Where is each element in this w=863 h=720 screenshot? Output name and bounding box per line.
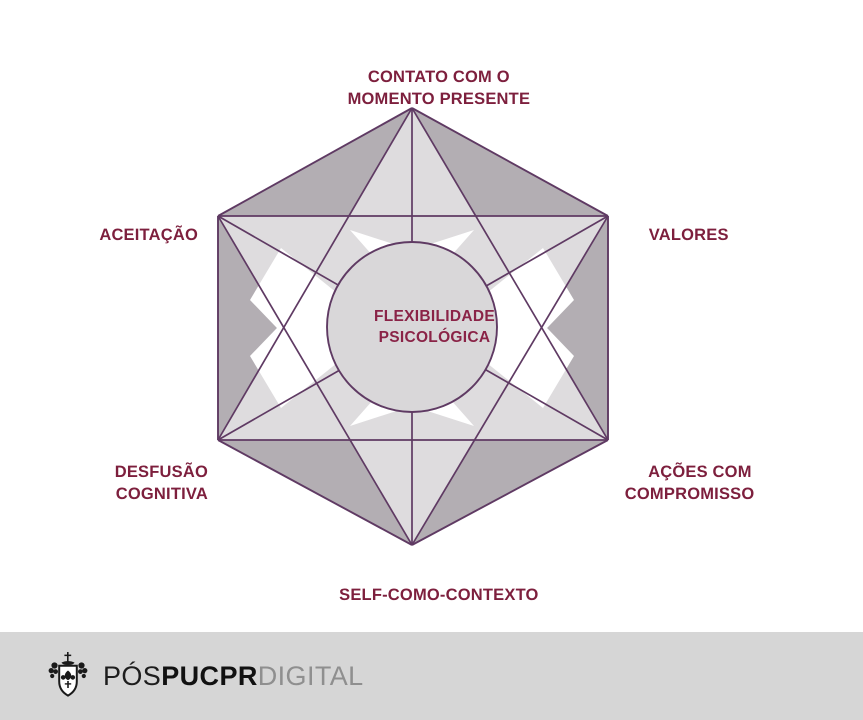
vertex-label-valores: VALORES <box>620 203 729 268</box>
pucpr-crest-icon <box>48 652 88 697</box>
vertex-label-line1: VALORES <box>648 225 729 244</box>
wordmark-pucpr: PUCPR <box>161 660 258 691</box>
vertex-label-line1: CONTATO COM O <box>367 67 510 86</box>
wordmark-pos: PÓS <box>103 660 162 691</box>
dark-wedge-left <box>218 216 326 440</box>
hexaflex-svg <box>217 107 609 546</box>
vertex-label-line1: SELF-COMO-CONTEXTO <box>339 585 539 604</box>
vertex-label-line1: DESFUSÃO <box>114 462 208 481</box>
vertex-label-line2: COMPROMISSO <box>620 484 755 503</box>
vertex-label-contato-momento-presente: CONTATO COM O MOMENTO PRESENTE <box>0 45 863 132</box>
vertex-label-line2: COGNITIVA <box>115 484 208 503</box>
hexagon-edges <box>217 107 609 546</box>
vertex-label-line1: ACEITAÇÃO <box>99 225 198 244</box>
wordmark-digital: DIGITAL <box>257 660 364 691</box>
vertex-label-self-como-contexto: SELF-COMO-CONTEXTO <box>0 563 863 628</box>
vertex-label-line1: AÇÕES COM <box>648 462 752 481</box>
dark-wedge-right <box>500 216 608 440</box>
center-circle <box>326 241 498 413</box>
vertex-label-aceitacao: ACEITAÇÃO <box>71 203 198 268</box>
vertex-label-desfusao-cognitiva: DESFUSÃO COGNITIVA <box>86 440 208 527</box>
vertex-label-acoes-com-compromisso: AÇÕES COM COMPROMISSO <box>620 440 754 527</box>
vertex-label-line2: MOMENTO PRESENTE <box>347 89 531 108</box>
